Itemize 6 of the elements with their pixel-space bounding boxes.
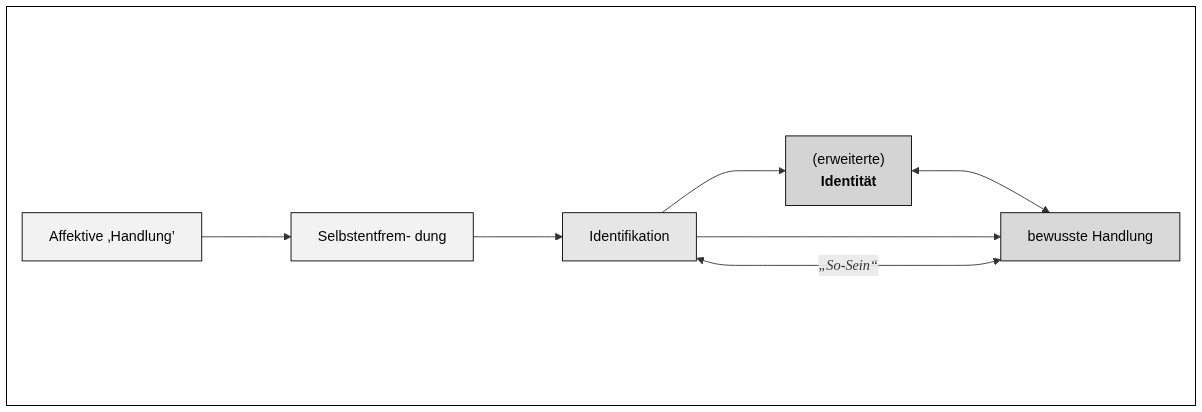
node-box: Selbstentfrem- dung — [290, 212, 474, 262]
node-box: Affektive ‚Handlung’ — [21, 212, 203, 262]
edge-label: „So-Sein“ — [818, 257, 878, 273]
node-box: Identifikation — [562, 212, 697, 262]
node-box: bewusste Handlung — [1000, 212, 1181, 262]
node-box: (erweiterte) Identität — [785, 135, 912, 206]
